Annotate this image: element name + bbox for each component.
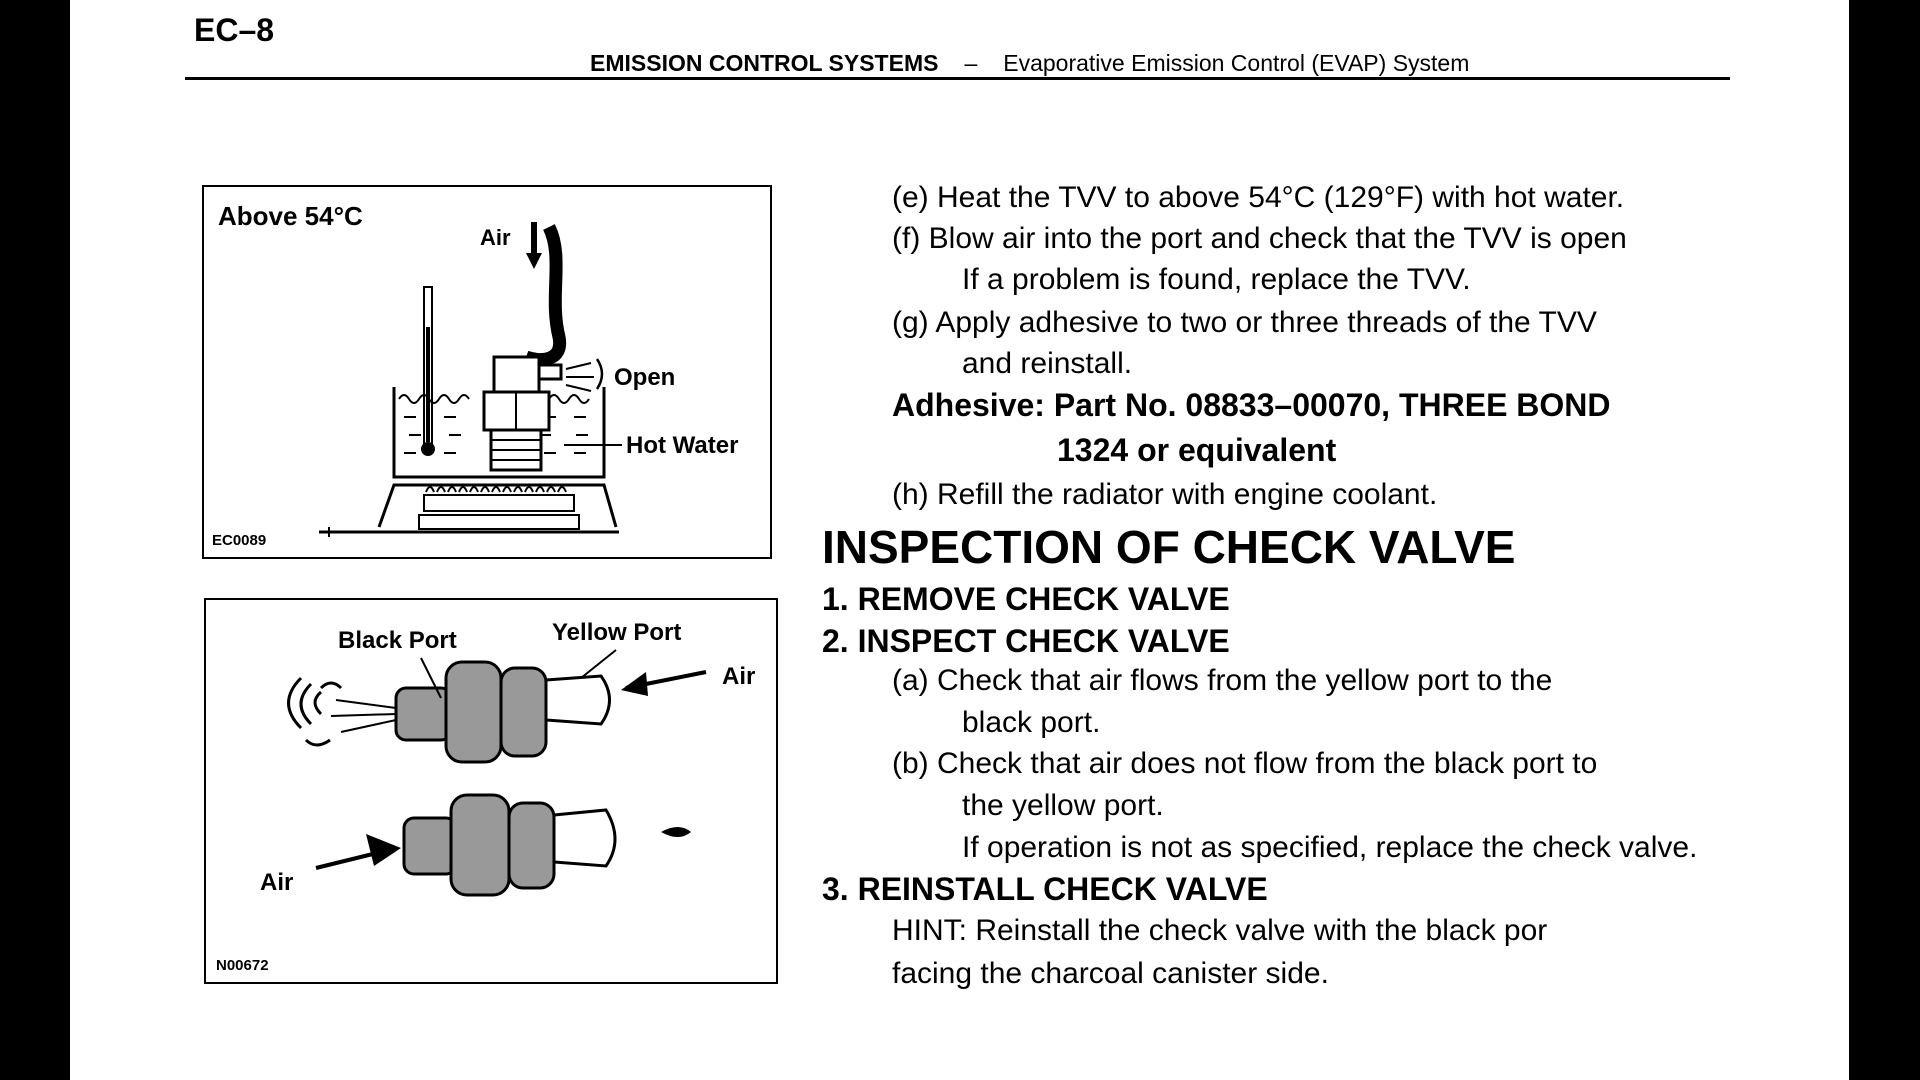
subsection-title: Evaporative Emission Control (EVAP) Syst… xyxy=(1003,50,1470,76)
figure-id: EC0089 xyxy=(212,532,266,549)
step-h: (h) Refill the radiator with engine cool… xyxy=(892,478,1438,511)
page-number: EC–8 xyxy=(194,12,275,48)
tvv-hot-water-figure: Above 54°C Air Open Hot Water EC0089 xyxy=(202,185,772,559)
tvv-illustration: Above 54°C Air Open Hot Water EC0089 xyxy=(212,201,738,549)
step-2b-note: If operation is not as specified, replac… xyxy=(962,831,1698,864)
check-valve-open xyxy=(287,649,707,764)
step-2a: (a) Check that air flows from the yellow… xyxy=(892,664,1553,697)
running-header: EMISSION CONTROL SYSTEMS–Evaporative Emi… xyxy=(590,50,1469,77)
open-label: Open xyxy=(614,364,675,391)
hint-line1: HINT: Reinstall the check valve with the… xyxy=(892,914,1548,947)
check-valve-blocked xyxy=(315,793,691,897)
header-separator: – xyxy=(964,50,978,76)
hint-line2: facing the charcoal canister side. xyxy=(892,957,1329,990)
air-label: Air xyxy=(480,225,511,250)
air-bottom-label: Air xyxy=(260,869,293,896)
step-2-inspect: 2. INSPECT CHECK VALVE xyxy=(822,623,1230,659)
step-3-reinstall: 3. REINSTALL CHECK VALVE xyxy=(822,871,1268,907)
hot-water-label: Hot Water xyxy=(626,432,738,459)
section-heading: INSPECTION OF CHECK VALVE xyxy=(822,521,1516,573)
step-g: (g) Apply adhesive to two or three threa… xyxy=(892,306,1597,339)
yellow-port-label: Yellow Port xyxy=(552,619,681,646)
step-1-remove: 1. REMOVE CHECK VALVE xyxy=(822,581,1230,617)
step-g-continued: and reinstall. xyxy=(962,347,1133,380)
header-rule xyxy=(185,77,1730,80)
condition-label: Above 54°C xyxy=(218,201,363,231)
check-valve-figure: Black Port Yellow Port Air Air N00672 xyxy=(204,598,778,984)
check-valve-illustration: Black Port Yellow Port Air Air N00672 xyxy=(216,619,755,974)
section-title: EMISSION CONTROL SYSTEMS xyxy=(590,50,939,76)
adhesive-spec-line1: Adhesive: Part No. 08833–00070, THREE BO… xyxy=(892,387,1611,423)
adhesive-spec-line2: 1324 or equivalent xyxy=(1057,432,1337,468)
step-2a-continued: black port. xyxy=(962,706,1101,739)
air-top-label: Air xyxy=(722,663,755,690)
step-f: (f) Blow air into the port and check tha… xyxy=(892,222,1627,255)
figure-id: N00672 xyxy=(216,957,269,974)
step-f-note: If a problem is found, replace the TVV. xyxy=(962,263,1471,296)
step-e: (e) Heat the TVV to above 54°C (129°F) w… xyxy=(892,181,1625,214)
step-2b-continued: the yellow port. xyxy=(962,789,1164,822)
black-port-label: Black Port xyxy=(338,627,457,654)
step-2b: (b) Check that air does not flow from th… xyxy=(892,747,1598,780)
manual-page: EC–8 EMISSION CONTROL SYSTEMS–Evaporativ… xyxy=(70,0,1849,1080)
